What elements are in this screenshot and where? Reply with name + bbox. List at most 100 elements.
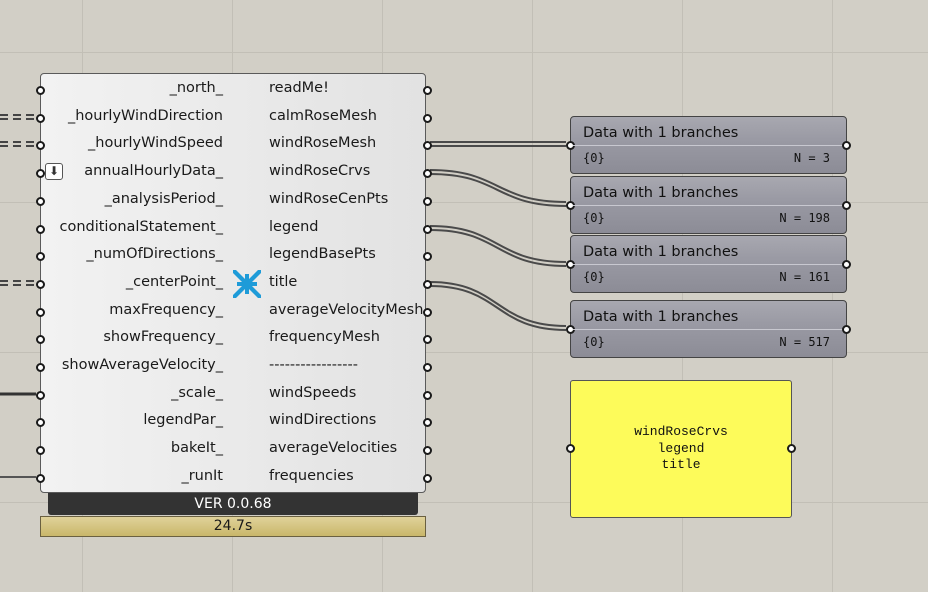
port-row: _scale_ windSpeeds (36, 381, 432, 409)
output-param-label[interactable]: windRoseCenPts (269, 190, 389, 207)
input-param-label[interactable]: maxFrequency_ (109, 301, 223, 318)
output-param-label[interactable]: calmRoseMesh (269, 107, 377, 124)
input-param-label[interactable]: annualHourlyData_ (84, 163, 223, 180)
runtime-bar: 24.7s (40, 516, 426, 537)
output-grip[interactable] (423, 363, 432, 372)
output-grip[interactable] (423, 473, 432, 483)
output-grip[interactable] (423, 307, 432, 317)
input-param-label[interactable]: legendPar_ (143, 412, 223, 429)
wire-in-wind-direction[interactable] (0, 114, 36, 120)
output-grip[interactable] (423, 86, 432, 95)
wire-out-legend (429, 225, 567, 263)
input-param-label[interactable]: _north_ (169, 80, 223, 96)
output-param-label[interactable]: readMe! (269, 80, 329, 96)
output-grip[interactable] (423, 196, 432, 206)
panel-item-count: N = 3 (793, 151, 830, 165)
output-grip[interactable] (423, 141, 432, 151)
input-param-label[interactable]: _centerPoint_ (125, 273, 223, 290)
input-grip[interactable] (36, 390, 45, 400)
panel-item-count: N = 517 (779, 335, 830, 349)
port-row: _numOfDirections_ legendBasePts (36, 242, 432, 270)
input-param-label[interactable]: _hourlyWindSpeed (88, 135, 223, 152)
note-line: title (661, 457, 701, 472)
input-param-label[interactable]: _scale_ (171, 384, 223, 401)
input-grip[interactable] (36, 363, 45, 372)
output-grip[interactable] (423, 113, 432, 123)
output-param-label[interactable]: windDirections (269, 412, 377, 429)
output-grip[interactable] (423, 446, 432, 456)
output-param-label[interactable]: averageVelocityMesh (269, 301, 424, 318)
input-param-label[interactable]: _analysisPeriod_ (104, 190, 223, 207)
input-param-label[interactable]: _hourlyWindDirection (67, 107, 223, 124)
output-param-label[interactable]: windRoseMesh (269, 135, 377, 152)
wind-rose-component[interactable]: _north_ readMe! _hourlyWindDirection calmRo… (36, 73, 432, 493)
input-param-label[interactable]: bakeIt_ (170, 440, 223, 457)
panel-divider (573, 205, 844, 206)
panel-title: Data with 1 branches (583, 309, 739, 325)
output-grip[interactable] (423, 418, 432, 428)
port-row: conditionalStatement_ legend (36, 215, 432, 243)
input-grip[interactable] (36, 113, 45, 123)
panel-branch-path: {0} (583, 151, 605, 165)
input-grip[interactable] (36, 169, 45, 179)
output-param-label[interactable]: frequencies (269, 467, 354, 484)
input-grip[interactable] (36, 446, 45, 456)
output-param-label[interactable]: title (269, 273, 298, 290)
output-param-label[interactable]: windRoseCrvs (269, 163, 371, 180)
output-param-label[interactable]: averageVelocities (269, 440, 398, 457)
output-param-label[interactable]: ----------------- (269, 357, 358, 373)
data-panel-4[interactable]: Data with 1 branches {0} N = 517 (566, 300, 851, 358)
port-row: _analysisPeriod_ windRoseCenPts (36, 187, 432, 215)
output-param-label[interactable]: legendBasePts (269, 246, 376, 263)
data-panel-2[interactable]: Data with 1 branches {0} N = 198 (566, 176, 851, 234)
output-grip[interactable] (423, 390, 432, 400)
input-grip[interactable] (36, 86, 45, 95)
input-grip[interactable] (36, 196, 45, 206)
input-grip[interactable] (36, 307, 45, 317)
panel-title: Data with 1 branches (583, 125, 739, 141)
wire-in-center-point[interactable] (0, 280, 36, 286)
input-param-label[interactable]: _numOfDirections_ (86, 246, 223, 263)
text-note-panel[interactable]: windRoseCrvs legend title (566, 380, 796, 518)
panel-divider (573, 329, 844, 330)
port-row: bakeIt_ averageVelocities (36, 436, 432, 464)
input-grip[interactable] (36, 224, 45, 234)
arrow-down-flag-icon: ⬇ (45, 163, 63, 181)
input-param-label[interactable]: conditionalStatement_ (59, 218, 223, 235)
panel-item-count: N = 198 (779, 211, 830, 225)
input-grip[interactable] (36, 335, 45, 345)
wire-out-title (429, 281, 567, 327)
input-grip[interactable] (36, 141, 45, 151)
input-grip[interactable] (36, 252, 45, 262)
note-input-grip[interactable] (566, 444, 575, 453)
port-row: _centerPoint_ title (36, 270, 432, 298)
input-grip[interactable] (36, 418, 45, 428)
data-panel-1[interactable]: Data with 1 branches {0} N = 3 (566, 116, 851, 174)
panel-output-grip[interactable] (842, 325, 851, 334)
output-param-label[interactable]: frequencyMesh (269, 329, 380, 346)
panel-output-grip[interactable] (842, 141, 851, 150)
panel-output-grip[interactable] (842, 260, 851, 269)
wire-in-wind-speed[interactable] (0, 141, 36, 147)
output-grip[interactable] (423, 279, 432, 289)
input-param-label[interactable]: showAverageVelocity_ (61, 357, 223, 373)
panel-output-grip[interactable] (842, 201, 851, 210)
output-param-label[interactable]: windSpeeds (269, 384, 357, 401)
note-output-grip[interactable] (787, 444, 796, 453)
note-line: windRoseCrvs (634, 424, 728, 439)
wires-out (429, 141, 567, 331)
output-grip[interactable] (423, 252, 432, 262)
data-panel-3[interactable]: Data with 1 branches {0} N = 161 (566, 235, 851, 293)
panel-branch-path: {0} (583, 211, 605, 225)
panel-branch-path: {0} (583, 335, 605, 349)
input-grip[interactable] (36, 473, 45, 483)
output-grip[interactable] (423, 335, 432, 345)
input-grip[interactable] (36, 279, 45, 289)
output-param-label[interactable]: legend (269, 218, 319, 235)
output-grip[interactable] (423, 169, 432, 179)
input-param-label[interactable]: _runIt (181, 467, 223, 484)
output-grip[interactable] (423, 224, 432, 234)
input-param-label[interactable]: showFrequency_ (103, 329, 223, 346)
note-line: legend (657, 440, 705, 456)
